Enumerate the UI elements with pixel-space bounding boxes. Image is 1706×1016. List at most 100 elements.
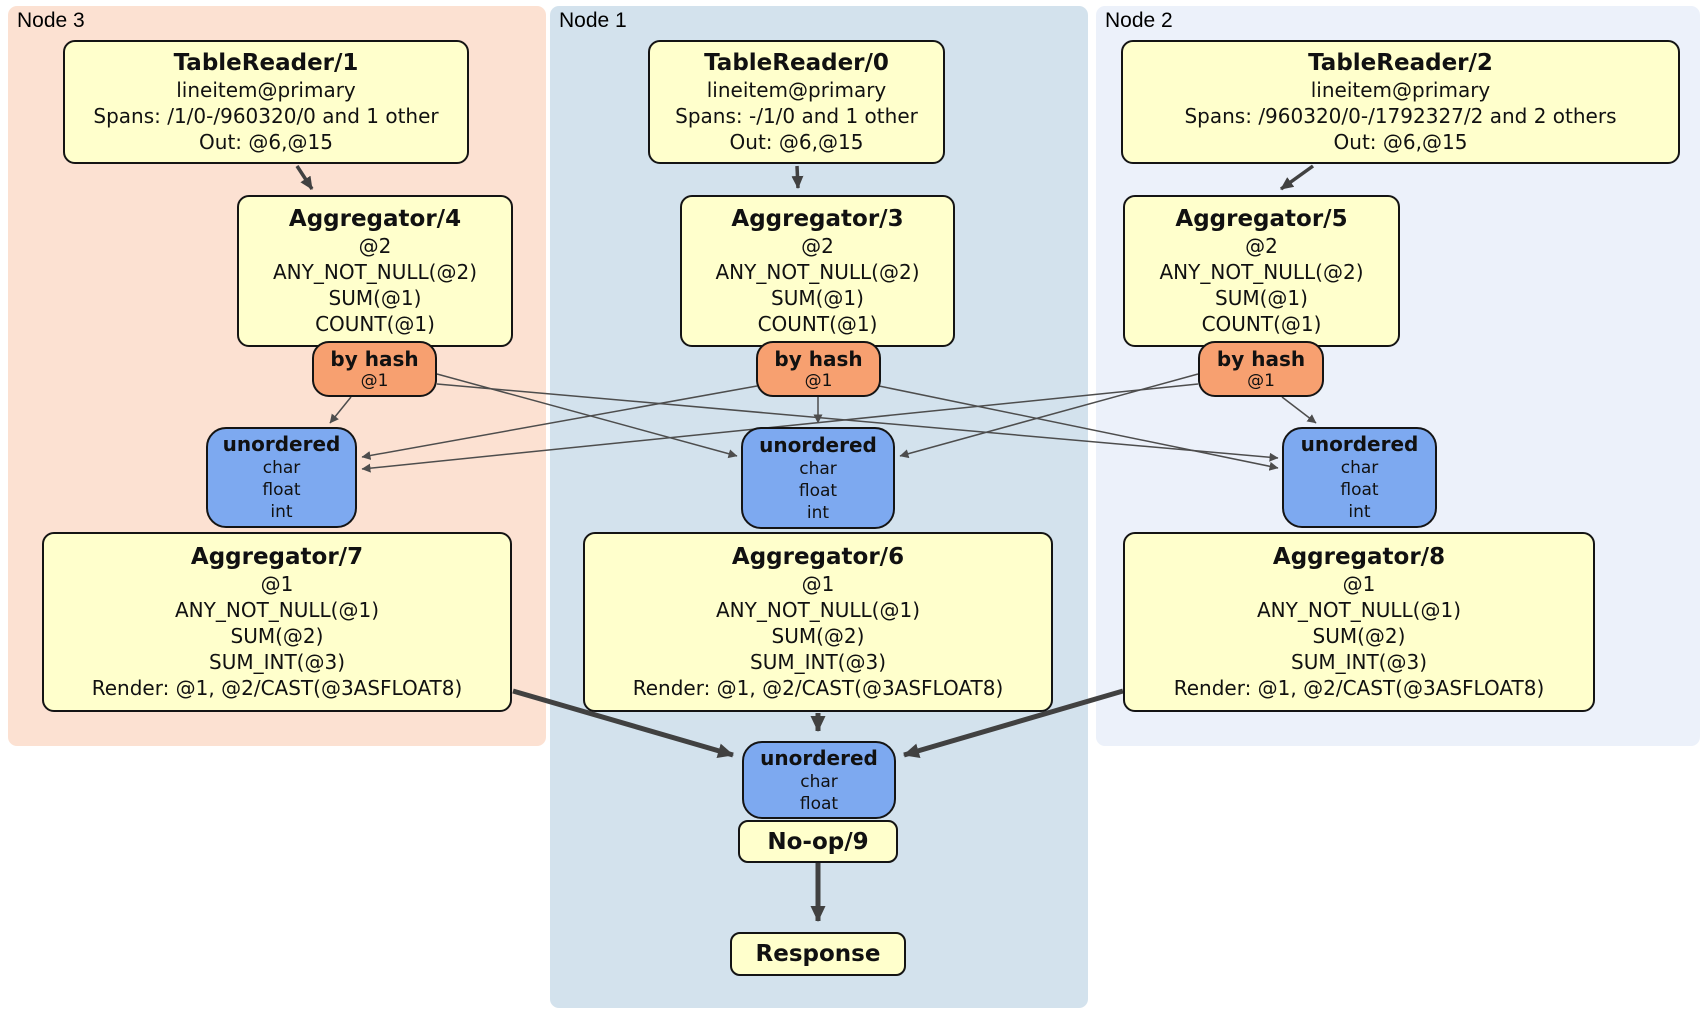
- edge-byhash3-sync1: [436, 373, 738, 459]
- sync-line: float: [798, 480, 838, 501]
- unordered-sync-node1: unordered char float int: [741, 427, 895, 529]
- box-title: No-op/9: [767, 828, 869, 855]
- box-title: Aggregator/7: [190, 544, 364, 570]
- router-detail: @1: [804, 370, 833, 391]
- box-line: lineitem@primary: [176, 78, 356, 102]
- box-title: Aggregator/4: [288, 206, 462, 232]
- aggregator-3-box: Aggregator/3 @2 ANY_NOT_NULL(@2) SUM(@1)…: [680, 195, 955, 347]
- box-line: @1: [260, 572, 294, 596]
- sync-title: unordered: [1300, 432, 1419, 456]
- sync-line: int: [806, 502, 830, 523]
- edge-agg7-finalsync: [512, 688, 734, 759]
- box-line: @1: [801, 572, 835, 596]
- box-line: SUM(@2): [771, 624, 865, 648]
- aggregator-7-box: Aggregator/7 @1 ANY_NOT_NULL(@1) SUM(@2)…: [42, 532, 512, 712]
- edge-agg8-finalsync: [903, 688, 1124, 758]
- box-title: Aggregator/6: [731, 544, 905, 570]
- sync-title: unordered: [222, 432, 341, 456]
- box-line: SUM_INT(@3): [1291, 650, 1427, 674]
- box-line: Out: @6,@15: [199, 130, 333, 154]
- edge-tr1-agg4: [295, 165, 314, 190]
- box-line: SUM(@2): [1312, 624, 1406, 648]
- box-line: ANY_NOT_NULL(@1): [1257, 598, 1461, 622]
- box-line: ANY_NOT_NULL(@2): [273, 260, 477, 284]
- sync-line: int: [270, 502, 293, 522]
- tablereader-0-box: TableReader/0 lineitem@primary Spans: -/…: [648, 40, 945, 164]
- box-line: SUM_INT(@3): [750, 650, 886, 674]
- box-line: @1: [1342, 572, 1376, 596]
- router-title: by hash: [1216, 346, 1306, 371]
- box-line: Spans: -/1/0 and 1 other: [675, 104, 918, 128]
- node2-label: Node 2: [1105, 9, 1173, 32]
- box-line: Spans: /960320/0-/1792327/2 and 2 others: [1184, 104, 1617, 128]
- sync-line: char: [800, 771, 838, 792]
- box-line: SUM_INT(@3): [209, 650, 345, 674]
- sync-line: char: [262, 458, 301, 478]
- node1-label: Node 1: [559, 9, 627, 32]
- box-line: Spans: /1/0-/960320/0 and 1 other: [93, 104, 439, 128]
- box-line: @2: [801, 234, 834, 258]
- router-detail: @1: [360, 370, 389, 391]
- noop-9-box: No-op/9: [738, 820, 898, 863]
- edge-byhash1-sync2: [878, 385, 1279, 471]
- edge-byhash2-sync3: [361, 383, 1199, 473]
- edge-byhash1-sync3: [361, 385, 758, 460]
- aggregator-6-box: Aggregator/6 @1 ANY_NOT_NULL(@1) SUM(@2)…: [583, 532, 1053, 712]
- box-line: ANY_NOT_NULL(@2): [1159, 260, 1364, 284]
- box-title: TableReader/1: [173, 50, 359, 76]
- box-line: lineitem@primary: [1310, 78, 1491, 102]
- router-title: by hash: [774, 346, 863, 371]
- tablereader-2-box: TableReader/2 lineitem@primary Spans: /9…: [1121, 40, 1680, 164]
- node3-label: Node 3: [17, 9, 85, 32]
- box-line: @2: [1245, 234, 1278, 258]
- box-line: @2: [358, 234, 392, 258]
- sync-line: float: [799, 793, 839, 814]
- edge-byhash3-sync3: [329, 396, 352, 424]
- edge-tr2-agg5: [1279, 164, 1315, 191]
- box-line: Out: @6,@15: [729, 130, 864, 154]
- hash-router-node3: by hash @1: [312, 341, 437, 397]
- sync-line: char: [1340, 458, 1379, 478]
- router-detail: @1: [1247, 370, 1275, 391]
- unordered-sync-final: unordered char float: [742, 741, 896, 819]
- router-title: by hash: [330, 346, 419, 371]
- box-line: Render: @1, @2/CAST(@3ASFLOAT8): [91, 676, 463, 700]
- edge-byhash2-sync2: [1281, 396, 1317, 424]
- sync-title: unordered: [760, 745, 878, 770]
- box-line: SUM(@1): [328, 286, 422, 310]
- sync-line: float: [1340, 480, 1379, 500]
- aggregator-8-box: Aggregator/8 @1 ANY_NOT_NULL(@1) SUM(@2)…: [1123, 532, 1595, 712]
- box-line: ANY_NOT_NULL(@1): [175, 598, 379, 622]
- sync-line: float: [262, 480, 301, 500]
- box-line: COUNT(@1): [757, 312, 878, 336]
- edge-byhash3-sync2: [436, 383, 1279, 462]
- box-title: Aggregator/8: [1272, 544, 1446, 570]
- box-line: COUNT(@1): [315, 312, 435, 336]
- box-line: COUNT(@1): [1201, 312, 1322, 336]
- hash-router-node1: by hash @1: [756, 341, 881, 397]
- response-box: Response: [730, 932, 906, 976]
- edge-tr0-agg3: [791, 165, 804, 189]
- box-line: SUM(@1): [1215, 286, 1308, 310]
- box-line: Render: @1, @2/CAST(@3ASFLOAT8): [632, 676, 1004, 700]
- box-title: TableReader/0: [704, 50, 889, 76]
- box-line: ANY_NOT_NULL(@2): [715, 260, 920, 284]
- box-title: Aggregator/3: [731, 206, 904, 232]
- tablereader-1-box: TableReader/1 lineitem@primary Spans: /1…: [63, 40, 469, 164]
- box-title: Aggregator/5: [1175, 206, 1348, 232]
- aggregator-5-box: Aggregator/5 @2 ANY_NOT_NULL(@2) SUM(@1)…: [1123, 195, 1400, 347]
- box-line: SUM(@2): [230, 624, 324, 648]
- sync-line: char: [799, 458, 837, 479]
- box-line: lineitem@primary: [706, 78, 887, 102]
- sync-line: int: [1348, 502, 1371, 522]
- hash-router-node2: by hash @1: [1198, 341, 1324, 397]
- sync-title: unordered: [759, 432, 877, 457]
- unordered-sync-node3: unordered char float int: [206, 427, 357, 528]
- unordered-sync-node2: unordered char float int: [1282, 427, 1437, 528]
- aggregator-4-box: Aggregator/4 @2 ANY_NOT_NULL(@2) SUM(@1)…: [237, 195, 513, 347]
- box-line: Render: @1, @2/CAST(@3ASFLOAT8): [1173, 676, 1545, 700]
- box-line: ANY_NOT_NULL(@1): [716, 598, 920, 622]
- box-line: Out: @6,@15: [1333, 130, 1468, 154]
